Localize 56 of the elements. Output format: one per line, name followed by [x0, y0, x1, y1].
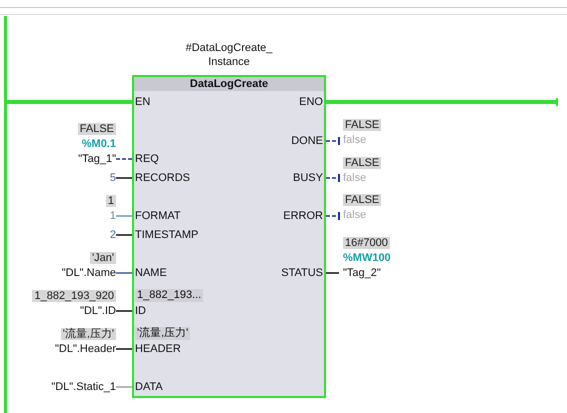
pin-label: DATA: [132, 380, 192, 394]
connection-line: [116, 310, 132, 312]
tag-name: "DL".Static_1: [51, 380, 116, 392]
pin-label: HEADER: [132, 342, 202, 356]
connection-line: [7, 100, 132, 104]
connection-line: [116, 177, 132, 179]
pin-label: DONE: [262, 134, 326, 148]
power-rail: [4, 16, 7, 413]
tag-name: "DL".ID: [80, 304, 116, 316]
monitor-value: FALSE: [343, 194, 382, 206]
connection-line: [326, 136, 340, 146]
connection-line: [116, 386, 132, 388]
monitor-value: FALSE: [343, 118, 382, 130]
connection-line: [326, 211, 340, 221]
connection-line: [116, 272, 132, 274]
constant-value: 1: [110, 210, 116, 222]
pin-label: RECORDS: [132, 171, 212, 185]
pin-label: STATUS: [252, 266, 326, 280]
connection-line: [326, 97, 558, 107]
pin-label: FORMAT: [132, 209, 202, 223]
tag-name: "DL".Name: [62, 266, 116, 278]
connection-line: [116, 158, 132, 160]
pin-label: NAME: [132, 266, 192, 280]
monitor-value: false: [343, 172, 366, 184]
connection-line: [326, 173, 340, 183]
constant-value: 2: [110, 228, 116, 240]
monitor-value: false: [343, 134, 366, 146]
monitor-value: FALSE: [78, 122, 116, 134]
pin-label: ERROR: [262, 209, 326, 223]
connection-line: [116, 348, 132, 350]
tag-name: "Tag_1": [78, 152, 116, 164]
block-title: DataLogCreate: [134, 77, 324, 91]
connection-line: [116, 234, 132, 236]
constant-value: 5: [110, 172, 116, 184]
monitor-value: 1_882_193...: [135, 289, 204, 302]
monitor-value: 1: [106, 194, 116, 206]
monitor-value: '流量,压力': [135, 327, 190, 340]
tag-name: "Tag_2": [343, 266, 381, 278]
pin-label: BUSY: [262, 171, 326, 185]
pin-label: REQ: [132, 152, 182, 166]
pin-label: ID: [132, 304, 172, 318]
monitor-value: false: [343, 208, 366, 220]
address-label: %MW100: [343, 252, 391, 264]
monitor-value: 1_882_193_920: [32, 290, 116, 302]
connection-line: [116, 215, 132, 217]
monitor-value: '流量,压力': [60, 328, 116, 340]
monitor-value: FALSE: [343, 156, 382, 168]
connection-line: [326, 272, 339, 274]
tag-name: "DL".Header: [54, 342, 116, 354]
address-label: %M0.1: [82, 138, 116, 150]
pin-label: ENO: [272, 95, 326, 109]
instance-name: #DataLogCreate_ Instance: [184, 41, 274, 69]
monitor-value: 16#7000: [343, 236, 390, 248]
pin-label: EN: [132, 95, 172, 109]
monitor-value: 'Jan': [90, 252, 116, 264]
pin-label: TIMESTAMP: [132, 228, 222, 242]
